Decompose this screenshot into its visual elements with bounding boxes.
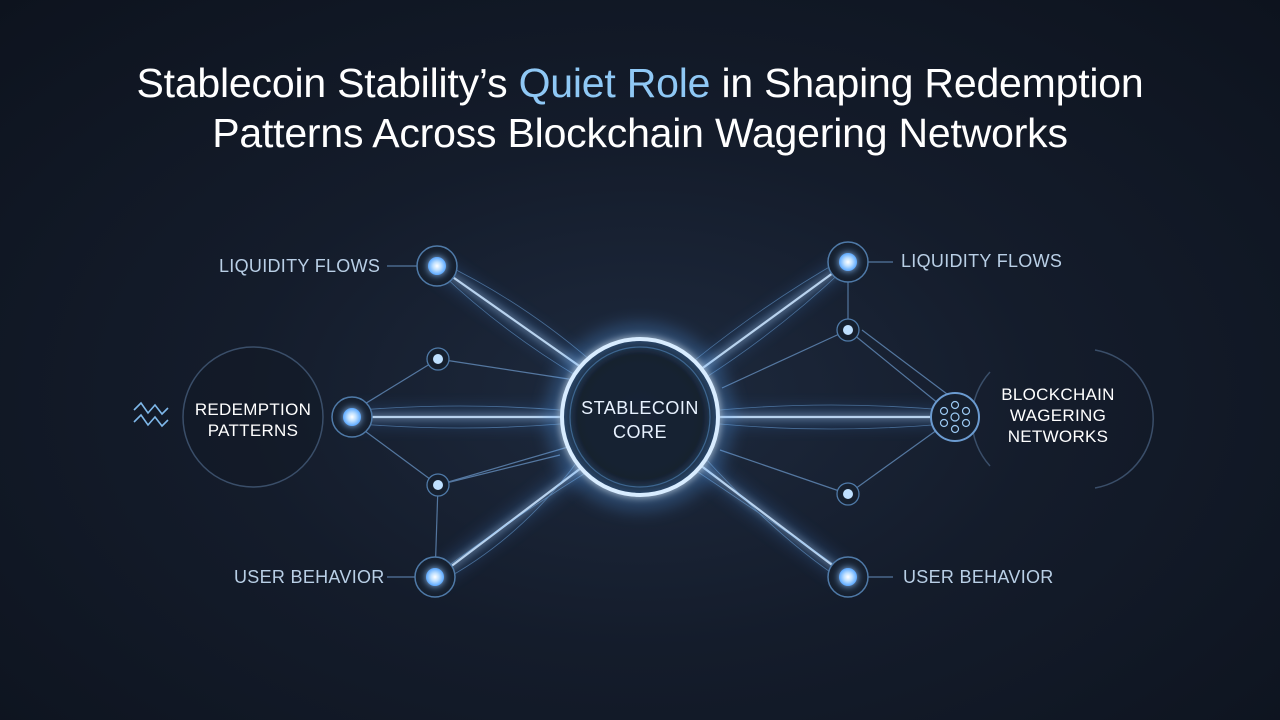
title-part-2: in Shaping Redemption (710, 60, 1144, 106)
small-nodes (426, 318, 860, 506)
title-highlight: Quiet Role (518, 60, 711, 106)
node-user-behavior-left (414, 556, 456, 598)
stablecoin-core-label: STABLECOIN CORE (581, 398, 699, 442)
wagering-networks-arc (1094, 349, 1154, 489)
node-redemption (331, 396, 373, 438)
redemption-patterns-label: REDEMPTION PATTERNS (194, 400, 312, 440)
large-nodes (331, 241, 980, 598)
node-liquidity-flows-right (827, 241, 869, 283)
network-nodes-icon (939, 400, 971, 434)
redemption-patterns-circle (182, 346, 324, 488)
label-liquidity-flows-left: LIQUIDITY FLOWS (219, 256, 381, 276)
page-title: Stablecoin Stability’s Quiet Role in Sha… (0, 58, 1280, 158)
node-user-behavior-right (827, 556, 869, 598)
stablecoin-core-node (548, 325, 732, 509)
label-user-behavior-left: USER BEHAVIOR (234, 567, 385, 587)
node-wagering (930, 392, 980, 442)
wave-chart-icon (133, 401, 169, 428)
wagering-networks-label: BLOCKCHAIN WAGERING NETWORKS (1001, 385, 1115, 446)
label-user-behavior-right: USER BEHAVIOR (903, 567, 1054, 587)
title-part-1: Stablecoin Stability’s (136, 60, 519, 106)
label-liquidity-flows-right: LIQUIDITY FLOWS (901, 251, 1063, 271)
title-line-2: Patterns Across Blockchain Wagering Netw… (212, 110, 1068, 156)
node-liquidity-flows-left (416, 245, 458, 287)
energy-beams (352, 257, 950, 583)
